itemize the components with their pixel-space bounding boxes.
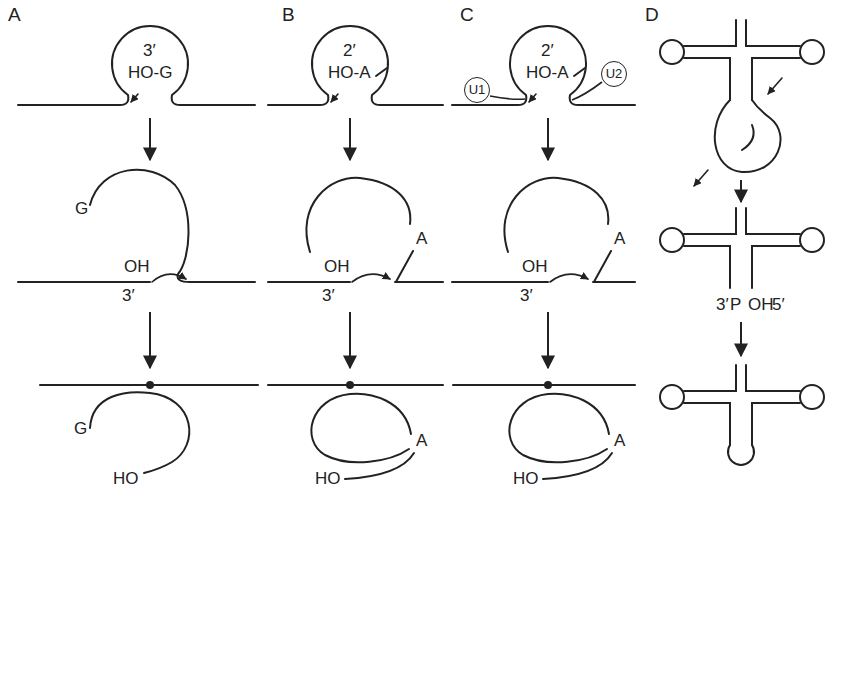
chem-label: A	[614, 230, 625, 248]
chem-label: HO	[513, 470, 539, 488]
chem-label: OH	[748, 296, 774, 314]
chem-label: A	[614, 432, 625, 450]
chem-label: P	[730, 296, 741, 314]
chem-label: A	[416, 432, 427, 450]
panel-letter: A	[8, 6, 21, 24]
chem-label: OH	[324, 258, 350, 276]
snrnp-circle: U1	[464, 77, 490, 103]
chem-label: OH	[124, 258, 150, 276]
chem-label: A	[416, 230, 427, 248]
chem-label: G	[75, 200, 88, 218]
chem-label: 3′	[143, 42, 156, 60]
panel-letter: C	[460, 6, 474, 24]
snrnp-circle: U2	[601, 61, 627, 87]
chem-label: 2′	[541, 42, 554, 60]
panel-letter: B	[282, 6, 295, 24]
chem-label: 5′	[772, 296, 785, 314]
chem-label: 3′	[322, 287, 335, 305]
chem-label: HO-A	[328, 64, 371, 82]
chem-label: HO-A	[526, 64, 569, 82]
chem-label: 2′	[343, 42, 356, 60]
chem-label: HO	[315, 470, 341, 488]
chem-label: 3′	[520, 287, 533, 305]
chem-label: HO-G	[128, 64, 172, 82]
chem-label: 3′	[716, 296, 729, 314]
panel-letter: D	[645, 6, 659, 24]
node-text: U1	[469, 83, 486, 97]
node-text: U2	[606, 67, 623, 81]
chem-label: 3′	[122, 287, 135, 305]
chem-label: OH	[522, 258, 548, 276]
chem-label: G	[74, 420, 87, 438]
chem-label: HO	[113, 470, 139, 488]
